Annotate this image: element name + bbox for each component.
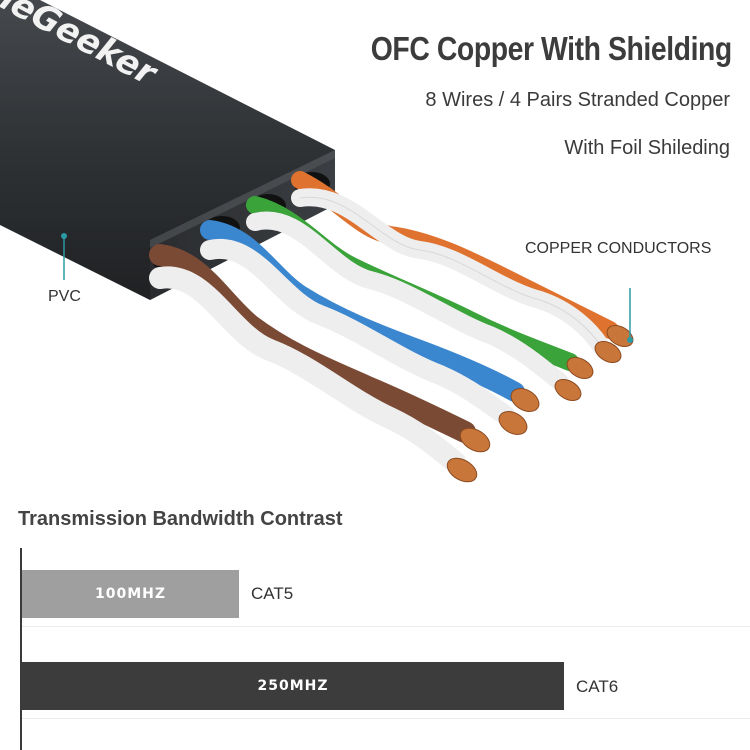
bar-value-label-cat5: 100MHZ — [94, 586, 167, 602]
chart-gridline — [22, 718, 750, 719]
chart-title: Transmission Bandwidth Contrast — [18, 508, 343, 530]
wire-pair-brown — [149, 244, 476, 473]
pvc-label: PVC — [48, 288, 81, 305]
subtitle-wires: 8 Wires / 4 Pairs Stranded Copper — [425, 89, 730, 111]
subtitle-shielding: With Foil Shileding — [564, 137, 730, 159]
pvc-callout-pointer — [61, 233, 67, 280]
wire-pair-blue — [200, 220, 525, 425]
wire-pair-orange — [291, 171, 619, 354]
wire-pair-green — [246, 196, 579, 391]
bar-value-label-cat6: 250MHZ — [257, 678, 329, 694]
chart-gridline — [22, 626, 750, 627]
category-label-cat5: CAT5 — [251, 584, 294, 603]
bar-cat6: 250MHZ — [22, 662, 564, 710]
chart-y-axis — [20, 548, 22, 750]
bar-cat5: 100MHZ — [22, 570, 239, 618]
copper-conductors-label: COPPER CONDUCTORS — [525, 240, 712, 257]
copper-callout-pointer — [627, 288, 633, 343]
category-label-cat6: CAT6 — [576, 677, 619, 696]
copper-conductor-tips — [446, 325, 634, 483]
page-title: OFC Copper With Shielding — [370, 30, 732, 67]
